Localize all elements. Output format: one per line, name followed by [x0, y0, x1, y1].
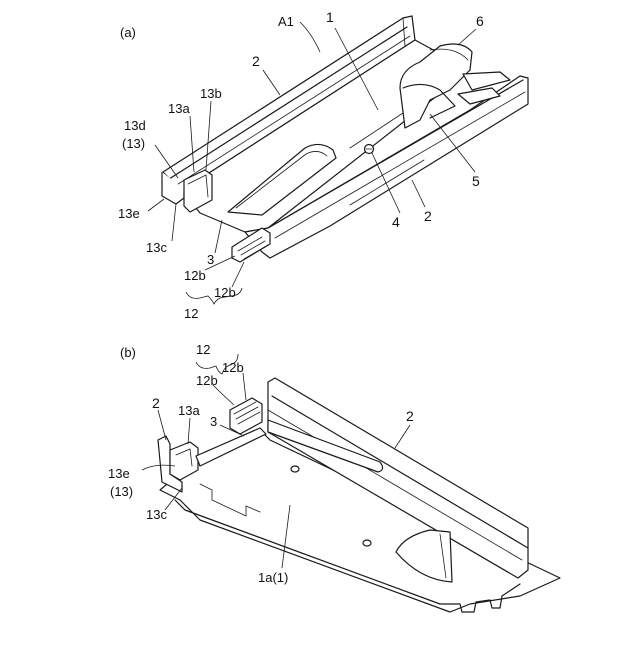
callout-12b-1: 12b [184, 268, 206, 283]
callout-3: 3 [207, 252, 214, 267]
callout-13b: 13b [200, 86, 222, 101]
leader-6 [458, 29, 476, 45]
callout-12b-1-b: 12b [196, 373, 218, 388]
callout-a1: A1 [278, 14, 294, 29]
leader-12b-1-b [213, 385, 234, 405]
leader-13e [148, 199, 164, 211]
callout-13e-b: 13e [108, 466, 130, 481]
callout-1: 1 [326, 9, 334, 25]
callout-13d: 13d [124, 118, 146, 133]
figure-b-label: (b) [120, 345, 136, 360]
callout-4: 4 [392, 214, 400, 230]
figure-b: (b) [108, 342, 560, 612]
leader-3 [215, 220, 222, 253]
callout-13a: 13a [168, 101, 190, 116]
callout-13e: 13e [118, 206, 140, 221]
callout-2-right: 2 [424, 208, 432, 224]
leader-13c [172, 204, 176, 241]
callout-3-b: 3 [210, 414, 217, 429]
figure-b-drawing [158, 378, 560, 612]
callout-12: 12 [184, 306, 198, 321]
callout-13c-b: 13c [146, 507, 167, 522]
figure-a: (a) [118, 9, 528, 321]
callout-6: 6 [476, 13, 484, 29]
leader-2-left-b [158, 410, 166, 440]
callout-12-b: 12 [196, 342, 210, 357]
callout-2-left-b: 2 [152, 395, 160, 411]
leader-13a-b [188, 418, 190, 444]
leader-12b-2 [232, 262, 244, 287]
callout-1a-b: 1a(1) [258, 570, 288, 585]
leader-2-right-b [395, 425, 410, 448]
callout-13-paren-b: (13) [110, 484, 133, 499]
callout-5: 5 [472, 173, 480, 189]
leader-2-top [263, 70, 280, 95]
callout-13c: 13c [146, 240, 167, 255]
callout-12b-2: 12b [214, 285, 236, 300]
figure-a-drawing [162, 16, 528, 262]
callout-2-top: 2 [252, 53, 260, 69]
hole-2 [363, 540, 371, 546]
leader-2-right [412, 180, 425, 207]
leader-a1 [300, 22, 320, 52]
callout-12b-2-b: 12b [222, 360, 244, 375]
leader-12b-2-b [243, 373, 246, 400]
hole-1 [291, 466, 299, 472]
callout-13a-b: 13a [178, 403, 200, 418]
callout-13-paren: (13) [122, 136, 145, 151]
figure-a-label: (a) [120, 25, 136, 40]
callout-2-right-b: 2 [406, 408, 414, 424]
